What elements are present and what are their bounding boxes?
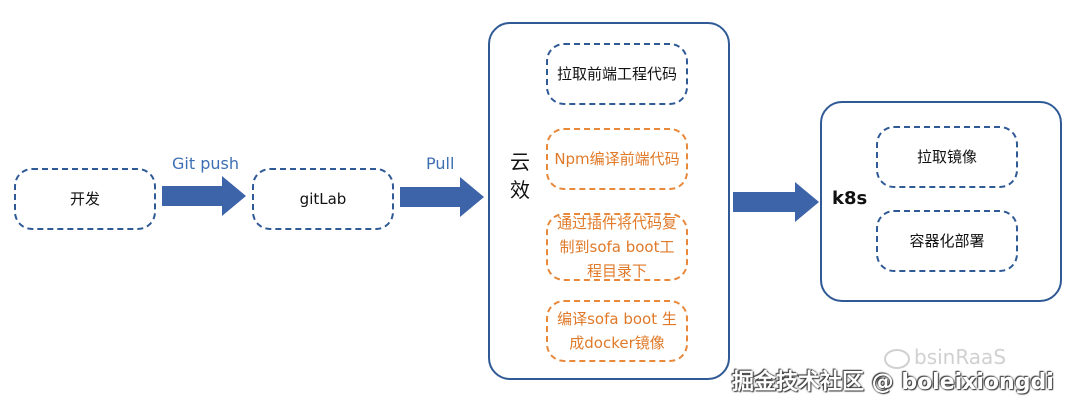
k8s-step-2: 容器化部署 bbox=[876, 210, 1018, 272]
k8s-step-2-label: 容器化部署 bbox=[909, 232, 985, 250]
deploy-arrow bbox=[733, 182, 819, 222]
gitlab-node-label: gitLab bbox=[299, 190, 347, 208]
cloud-label: 云 效 bbox=[510, 148, 530, 204]
watermark-credit: 掘金技术社区 @ boleixiongdi bbox=[732, 370, 1054, 395]
git-push-label: Git push bbox=[172, 154, 239, 173]
k8s-step-1-label: 拉取镜像 bbox=[916, 148, 977, 166]
cloud-step-3-label: 通过插件将代码复制到sofa boot工程目录下 bbox=[556, 214, 677, 280]
k8s-label: k8s bbox=[832, 188, 868, 209]
pull-label: Pull bbox=[426, 154, 455, 173]
cloud-step-1: 拉取前端工程代码 bbox=[546, 43, 688, 105]
watermark-faint: bsinRaaS bbox=[914, 345, 1007, 369]
gitlab-node: gitLab bbox=[252, 168, 394, 230]
cloud-label-line1: 云 bbox=[510, 150, 530, 174]
pull-arrow bbox=[400, 177, 484, 217]
cloud-step-4-label: 编译sofa boot 生成docker镜像 bbox=[557, 310, 677, 352]
dev-node: 开发 bbox=[14, 168, 156, 230]
cloud-label-line2: 效 bbox=[510, 178, 530, 202]
dev-node-label: 开发 bbox=[69, 190, 100, 208]
k8s-step-1: 拉取镜像 bbox=[876, 126, 1018, 188]
cloud-step-1-label: 拉取前端工程代码 bbox=[556, 65, 677, 83]
watermark-chat-icon bbox=[884, 349, 910, 369]
cloud-step-4: 编译sofa boot 生成docker镜像 bbox=[546, 300, 688, 362]
cloud-step-3: 通过插件将代码复制到sofa boot工程目录下 bbox=[546, 213, 688, 281]
cloud-step-2-label: Npm编译前端代码 bbox=[554, 150, 680, 168]
cloud-step-2: Npm编译前端代码 bbox=[546, 128, 688, 190]
git-push-arrow bbox=[162, 176, 246, 216]
